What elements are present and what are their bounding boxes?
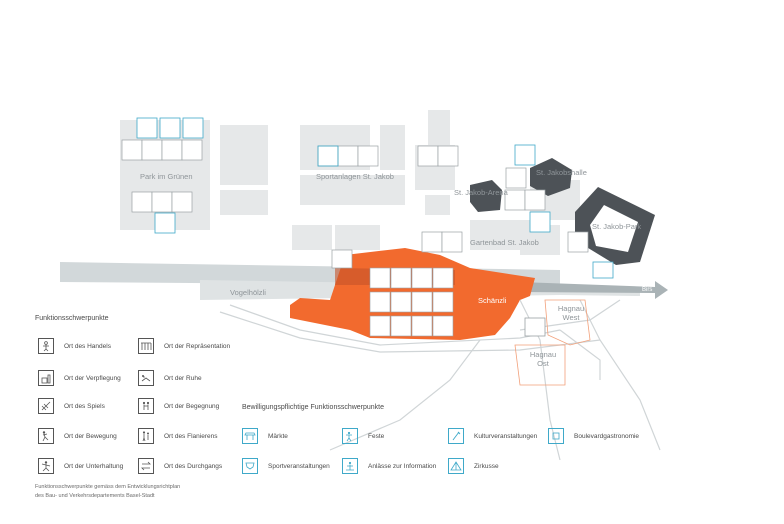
birs-arrow xyxy=(520,281,668,299)
verpflegung-icon xyxy=(38,370,54,386)
sport-icon xyxy=(242,458,258,474)
legend-flanieren: Ort des Flanierens xyxy=(138,428,217,444)
label-birs: Birs xyxy=(642,287,653,293)
permit-zirkus: Zirkusse xyxy=(448,458,499,474)
unterhaltung-icon xyxy=(38,458,54,474)
permit-information: Anlässe zur Information xyxy=(342,458,436,474)
label-vogelhoelzli: Vogelhölzli xyxy=(230,288,266,297)
legend-bewegung: Ort der Bewegung xyxy=(38,428,117,444)
legend-begegnung-label: Ort der Begegnung xyxy=(164,402,220,410)
jakobshalle-building xyxy=(530,158,572,196)
repraesentation-icon xyxy=(138,338,154,354)
legend-handel-label: Ort des Handels xyxy=(64,342,111,350)
permit-feste-label: Feste xyxy=(368,432,385,440)
ruhe-icon xyxy=(138,370,154,386)
label-park-im-gruenen: Park im Grünen xyxy=(140,172,193,181)
boulevard-icon xyxy=(548,428,564,444)
legend-ruhe-label: Ort der Ruhe xyxy=(164,374,202,382)
icon-clusters-blue xyxy=(136,117,614,337)
legend-unterhaltung-label: Ort der Unterhaltung xyxy=(64,462,124,470)
legend-footnote: Funktionsschwerpunkte gemäss dem Entwick… xyxy=(35,483,180,501)
legend-durchgang: Ort des Durchgangs xyxy=(138,458,222,474)
permit-boulevard: Boulevardgastronomie xyxy=(548,428,639,444)
durchgang-icon xyxy=(138,458,154,474)
legend-handel: Ort des Handels xyxy=(38,338,111,354)
jakob-arena-building xyxy=(470,180,502,212)
legend-repraesentation-label: Ort der Repräsentation xyxy=(164,342,231,350)
permit-kultur: Kulturveranstaltungen xyxy=(448,428,537,444)
label-hagnau-west: Hagnau West xyxy=(557,304,585,322)
permit-kultur-label: Kulturveranstaltungen xyxy=(474,432,538,440)
legend-bewegung-label: Ort der Bewegung xyxy=(64,432,117,440)
zirkus-icon xyxy=(448,458,464,474)
hagnau-outline xyxy=(514,299,591,386)
flanieren-icon xyxy=(138,428,154,444)
legend-title: Funktionsschwerpunkte xyxy=(35,315,109,322)
label-sportanlagen: Sportanlagen St. Jakob xyxy=(316,172,394,181)
legend-begegnung: Ort der Begegnung xyxy=(138,398,219,414)
permit-maerkte-label: Märkte xyxy=(268,432,288,440)
legend-ruhe: Ort der Ruhe xyxy=(138,370,202,386)
label-jakob-park: St. Jakob-Park xyxy=(592,222,642,231)
permit-sport: Sportveranstaltungen xyxy=(242,458,330,474)
permit-sport-label: Sportveranstaltungen xyxy=(268,462,330,470)
legend-verpflegung-label: Ort der Verpflegung xyxy=(64,374,121,382)
maerkte-icon xyxy=(242,428,258,444)
legend-flanieren-label: Ort des Flanierens xyxy=(164,432,218,440)
legend-spiel-label: Ort des Spiels xyxy=(64,402,105,410)
icon-grid-area xyxy=(369,267,454,337)
legend-durchgang-label: Ort des Durchgangs xyxy=(164,462,223,470)
footnote-line2: des Bau- und Verkehrsdepartements Basel-… xyxy=(35,493,155,499)
handel-icon xyxy=(38,338,54,354)
label-jakob-arena: St. Jakob-Arena xyxy=(454,188,508,197)
permit-boulevard-label: Boulevardgastronomie xyxy=(574,432,640,440)
kultur-icon xyxy=(448,428,464,444)
permit-zirkus-label: Zirkusse xyxy=(474,462,499,470)
legend-repraesentation: Ort der Repräsentation xyxy=(138,338,230,354)
label-hagnau-ost: Hagnau Ost xyxy=(529,350,557,368)
icon-clusters-grey xyxy=(121,139,589,269)
permit-feste: Feste xyxy=(342,428,384,444)
information-icon xyxy=(342,458,358,474)
begegnung-icon xyxy=(138,398,154,414)
label-schaenzli: Schänzli xyxy=(478,296,507,305)
legend-verpflegung: Ort der Verpflegung xyxy=(38,370,121,386)
bewegung-icon xyxy=(38,428,54,444)
permit-maerkte: Märkte xyxy=(242,428,288,444)
legend-unterhaltung: Ort der Unterhaltung xyxy=(38,458,123,474)
permit-legend-title: Bewilligungspflichtige Funktionsschwerpu… xyxy=(242,404,385,411)
legend-spiel: Ort des Spiels xyxy=(38,398,105,414)
spiel-icon xyxy=(38,398,54,414)
footnote-line1: Funktionsschwerpunkte gemäss dem Entwick… xyxy=(35,484,181,490)
permit-information-label: Anlässe zur Information xyxy=(368,462,437,470)
label-jakobshalle: St. Jakobshalle xyxy=(536,168,587,177)
feste-icon xyxy=(342,428,358,444)
label-gartenbad: Gartenbad St. Jakob xyxy=(470,238,539,247)
